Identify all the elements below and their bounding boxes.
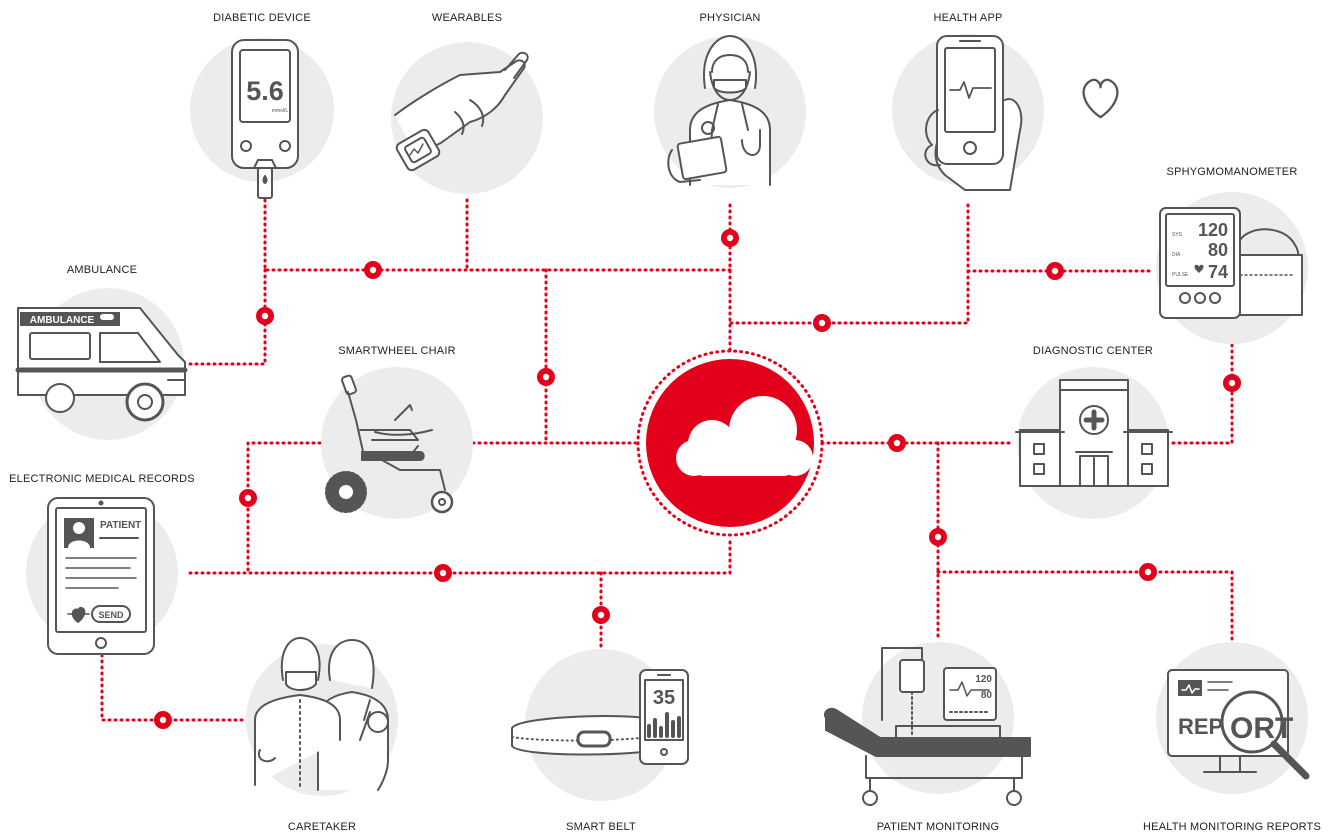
bp-sys-label: SYS [1172,232,1183,238]
connector-node [537,368,555,386]
label-patient-monitoring: PATIENT MONITORING [876,821,1000,833]
glucose-unit: mmol/L [272,108,289,114]
bp-pulse-value: 74 [1208,262,1228,282]
label-diabetic-device: DIABETIC DEVICE [213,12,311,24]
bp-dia-label: DIA [1172,252,1181,258]
connector-lines [100,198,1234,722]
bp-dia-value: 80 [1208,240,1228,260]
cloud-hub [636,349,824,537]
blood-pressure-monitor-icon: SYS 120 DIA 80 PULSE 74 [1159,207,1303,319]
connector-node [364,261,382,279]
report-magnifier-icon: REP ORT [1167,669,1310,780]
connector-node [154,711,172,729]
label-sphygmomanometer: SPHYGMOMANOMETER [1166,166,1298,178]
connector-line [246,441,322,575]
report-text-start: REP [1178,714,1223,739]
label-ambulance: AMBULANCE [66,264,138,276]
glucose-reading: 5.6 [246,76,284,106]
label-wearables: WEARABLES [431,12,503,24]
label-smart-wheel-chair: SMARTWHEEL CHAIR [338,345,456,357]
tablet-record-icon: PATIENT SEND [47,497,155,655]
connector-line [263,198,732,272]
connector-line [188,536,732,575]
label-diagnostic-center: DIAGNOSTIC CENTER [1032,345,1154,357]
connector-line [188,268,267,366]
connector-node [1139,563,1157,581]
cloud-icon [676,396,813,476]
connector-node [592,606,610,624]
monitor-bottom-value: 80 [981,690,993,701]
bp-pulse-label: PULSE [1172,272,1189,278]
connector-node [1046,262,1064,280]
connector-node [929,528,947,546]
label-electronic-medical-records: ELECTRONIC MEDICAL RECORDS [9,473,195,485]
hospital-bed-monitor-icon: 120 80 [824,647,1031,806]
ambulance-icon: AMBULANCE [15,307,188,422]
smart-belt-icon: 35 [511,669,689,765]
connector-line [100,653,244,722]
emr-send-label: SEND [98,610,124,620]
connector-node [813,314,831,332]
smartphone-heart-icon [924,35,1119,191]
connector-line [936,570,1234,652]
label-health-monitoring-reports: HEALTH MONITORING REPORTS [1143,821,1321,833]
label-health-app: HEALTH APP [933,12,1003,24]
connector-node [256,307,274,325]
caregivers-icon [254,637,389,791]
connector-line [1170,343,1234,445]
connector-node [1223,374,1241,392]
bp-sys-value: 120 [1198,220,1228,240]
label-smart-belt: SMART BELT [566,821,636,833]
emr-patient-label: PATIENT [100,520,141,531]
label-caretaker: CARETAKER [287,821,357,833]
hospital-building-icon [1015,379,1173,487]
belt-reading: 35 [653,687,675,709]
glucose-meter-icon: 5.6 mmol/L [231,39,299,199]
connector-node [888,434,906,452]
connector-node [721,229,739,247]
doctor-icon [667,35,771,186]
connector-line [728,203,970,325]
connector-nodes [154,229,1241,729]
monitor-top-value: 120 [975,674,992,685]
wheelchair-icon [325,374,454,514]
label-physician: PHYSICIAN [699,12,761,24]
connector-node [239,489,257,507]
report-text-end: ORT [1230,712,1293,745]
smartwatch-hand-icon [394,51,529,172]
ambulance-van-text: AMBULANCE [30,315,95,326]
connector-node [434,564,452,582]
